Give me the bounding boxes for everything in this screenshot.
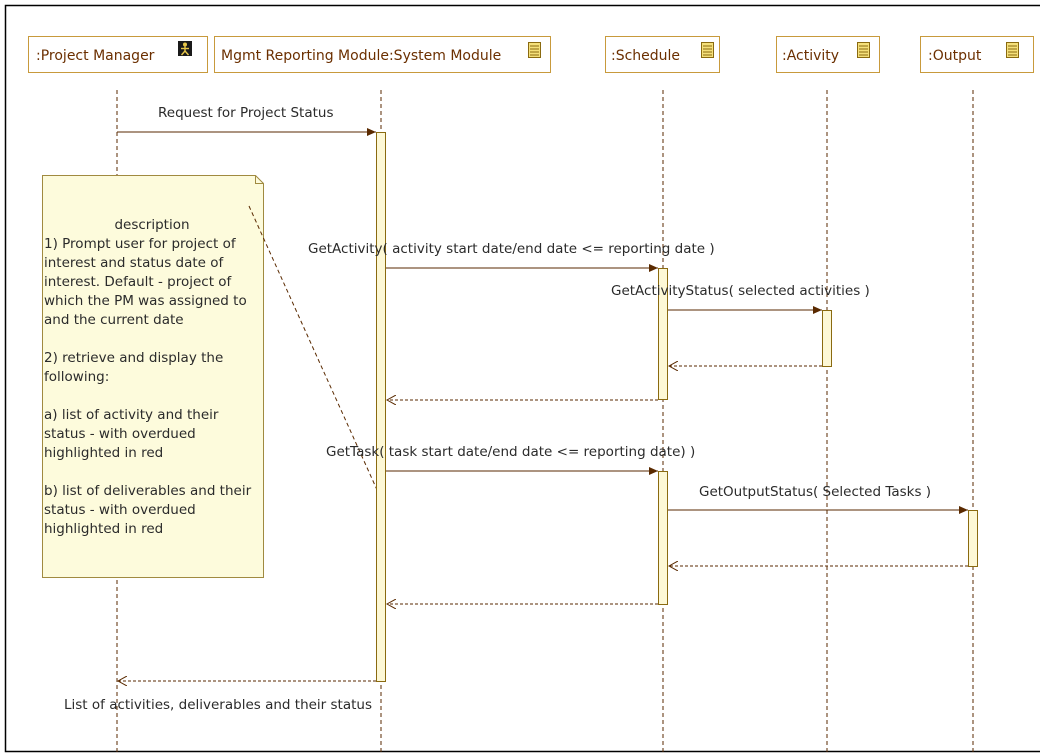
header-box-project-manager[interactable] bbox=[28, 36, 208, 73]
lifeline-name-project-manager: :Project Manager bbox=[36, 48, 155, 64]
message-label-get-task: GetTask( task start date/end date <= rep… bbox=[326, 444, 695, 460]
class-icon bbox=[528, 42, 541, 58]
class-icon bbox=[701, 42, 714, 58]
note-fold bbox=[255, 175, 264, 184]
note-content: description 1) Prompt user for project of… bbox=[42, 175, 262, 577]
lifeline-name-activity: :Activity bbox=[782, 48, 839, 64]
note-body: 1) Prompt user for project of interest a… bbox=[44, 236, 252, 537]
activation-output bbox=[968, 510, 978, 567]
message-label-get-activity-status: GetActivityStatus( selected activities ) bbox=[611, 283, 870, 299]
activation-system-module bbox=[376, 132, 386, 682]
message-label-result: List of activities, deliverables and the… bbox=[64, 697, 372, 713]
class-icon bbox=[1006, 42, 1019, 58]
note-box[interactable] bbox=[42, 175, 264, 578]
note-title: description bbox=[114, 217, 190, 233]
lifeline-name-output: :Output bbox=[928, 48, 982, 64]
note-anchor-line bbox=[248, 205, 379, 493]
lifeline-name-schedule: :Schedule bbox=[611, 48, 680, 64]
message-label-get-activity: GetActivity( activity start date/end dat… bbox=[308, 241, 715, 257]
activation-schedule-2 bbox=[658, 471, 668, 605]
header-box-system-module[interactable] bbox=[214, 36, 551, 73]
header-box-schedule[interactable] bbox=[605, 36, 720, 73]
message-label-get-output-status: GetOutputStatus( Selected Tasks ) bbox=[699, 484, 931, 500]
actor-icon bbox=[178, 41, 192, 56]
activation-schedule-1 bbox=[658, 268, 668, 400]
activation-activity bbox=[822, 310, 832, 367]
diagram-frame bbox=[4, 4, 1040, 753]
class-icon bbox=[857, 42, 870, 58]
lifeline-name-system-module: Mgmt Reporting Module:System Module bbox=[221, 48, 501, 64]
message-label-request-status: Request for Project Status bbox=[158, 105, 333, 121]
